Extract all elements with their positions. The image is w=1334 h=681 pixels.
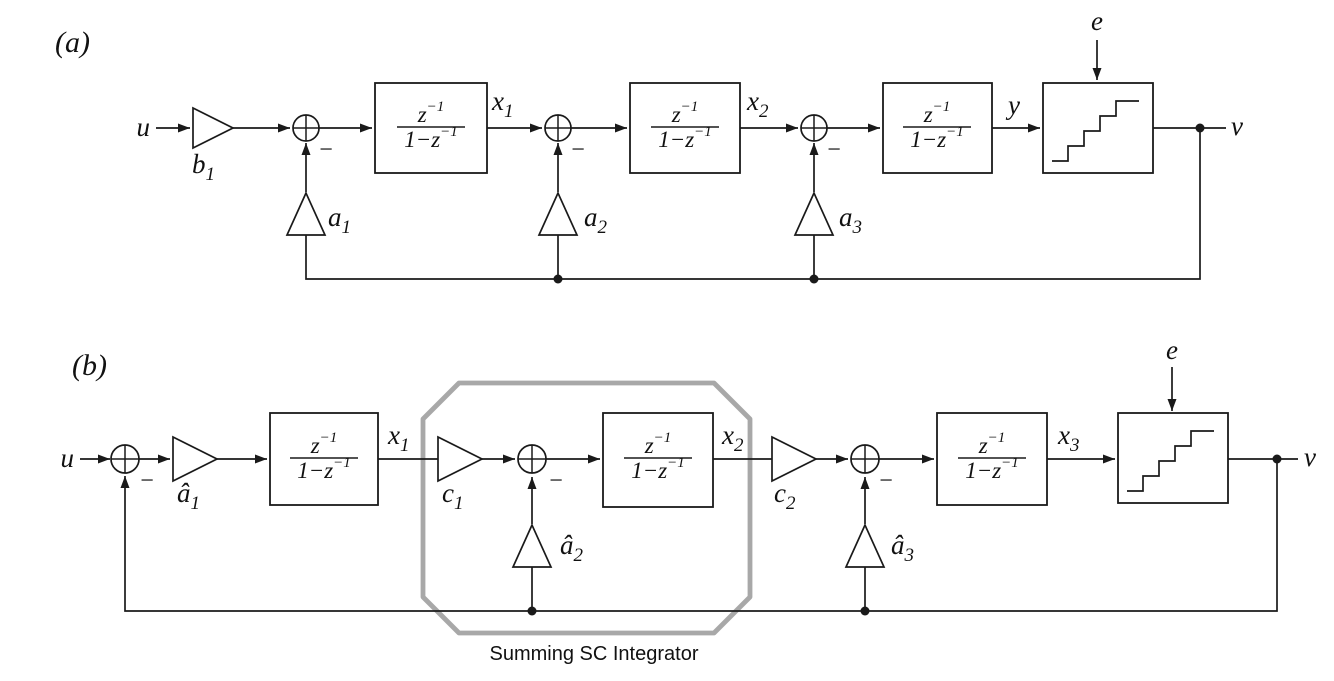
minus-sign: − bbox=[571, 137, 585, 163]
svg-text:1−z−1: 1−z−1 bbox=[631, 455, 685, 483]
gain-a3-label: a3 bbox=[839, 202, 862, 238]
sum-junction-2 bbox=[517, 444, 547, 474]
svg-text:z−1: z−1 bbox=[923, 99, 951, 127]
gain-c2-triangle bbox=[771, 435, 818, 483]
integrator-fraction-1: z−1 1−z−1 bbox=[290, 430, 358, 483]
signal-e-label: e bbox=[1166, 335, 1178, 365]
svg-text:z−1: z−1 bbox=[644, 430, 672, 458]
gain-c1-triangle bbox=[437, 435, 484, 483]
integrator-block-2 bbox=[629, 82, 741, 174]
quantizer-block bbox=[1042, 82, 1154, 174]
gain-c1-label: c1 bbox=[442, 478, 463, 514]
gain-a3hat-triangle bbox=[844, 522, 886, 568]
svg-text:1−z−1: 1−z−1 bbox=[910, 124, 964, 152]
gain-a1hat-label: â1 bbox=[177, 478, 200, 514]
feedback-wire bbox=[305, 128, 1201, 280]
minus-sign: − bbox=[549, 468, 563, 494]
integrator-block-1 bbox=[269, 412, 379, 506]
integrator-fraction-2: z−1 1−z−1 bbox=[651, 99, 719, 152]
gain-b1-triangle bbox=[192, 106, 235, 150]
state-x1-label: x1 bbox=[387, 420, 409, 456]
feedback-wire bbox=[120, 459, 1278, 612]
svg-text:z−1: z−1 bbox=[310, 430, 338, 458]
gain-a1-label: a1 bbox=[328, 202, 351, 238]
gain-a2-triangle bbox=[537, 190, 579, 236]
integrator-fraction-1: z−1 1−z−1 bbox=[397, 99, 465, 152]
junction-dot-v bbox=[1195, 123, 1205, 133]
diagram-a: (a) bbox=[55, 6, 1243, 284]
svg-text:z−1: z−1 bbox=[417, 99, 445, 127]
state-x2-label: x2 bbox=[746, 86, 769, 122]
gain-a3-triangle bbox=[793, 190, 835, 236]
quantizer-block bbox=[1117, 412, 1229, 504]
junction-dot-a2hat bbox=[527, 606, 537, 616]
junction-dot-v bbox=[1272, 454, 1282, 464]
state-x3-label: x3 bbox=[1057, 420, 1079, 456]
state-x2-label: x2 bbox=[721, 420, 744, 456]
gain-a1-triangle bbox=[285, 190, 327, 236]
svg-text:z−1: z−1 bbox=[978, 430, 1006, 458]
integrator-block-2 bbox=[602, 412, 714, 508]
sum-junction-3 bbox=[800, 114, 828, 142]
signal-u-label: u bbox=[61, 443, 75, 473]
gain-a3hat-label: â3 bbox=[891, 530, 914, 566]
panel-a-label: (a) bbox=[55, 26, 90, 59]
svg-text:1−z−1: 1−z−1 bbox=[297, 455, 351, 483]
integrator-fraction-3: z−1 1−z−1 bbox=[958, 430, 1026, 483]
summing-sc-integrator-outline bbox=[420, 380, 753, 636]
svg-text:1−z−1: 1−z−1 bbox=[965, 455, 1019, 483]
signal-y-label: y bbox=[1005, 90, 1020, 120]
gain-a2hat-triangle bbox=[511, 522, 553, 568]
junction-dot-a3 bbox=[809, 274, 819, 284]
integrator-block-1 bbox=[374, 82, 488, 174]
gain-a2hat-label: â2 bbox=[560, 530, 584, 566]
signal-v-label: v bbox=[1304, 442, 1316, 472]
integrator-fraction-2: z−1 1−z−1 bbox=[624, 430, 692, 483]
gain-c2-label: c2 bbox=[774, 478, 796, 514]
signal-v-label: v bbox=[1231, 111, 1243, 141]
svg-text:z−1: z−1 bbox=[671, 99, 699, 127]
gain-b1-label: b1 bbox=[192, 149, 215, 185]
integrator-block-3 bbox=[882, 82, 993, 174]
sum-junction-3 bbox=[850, 444, 880, 474]
diagram-b: (b) bbox=[61, 335, 1317, 665]
gain-a1hat-triangle bbox=[172, 435, 219, 483]
svg-text:1−z−1: 1−z−1 bbox=[658, 124, 712, 152]
staircase-icon bbox=[1052, 100, 1139, 162]
sum-junction-1 bbox=[292, 114, 320, 142]
integrator-block-3 bbox=[936, 412, 1048, 506]
svg-text:1−z−1: 1−z−1 bbox=[404, 124, 458, 152]
junction-dot-a3hat bbox=[860, 606, 870, 616]
signal-e-label: e bbox=[1091, 6, 1103, 36]
minus-sign: − bbox=[879, 468, 893, 494]
minus-sign: − bbox=[827, 137, 841, 163]
minus-sign: − bbox=[319, 137, 333, 163]
junction-dot-a2 bbox=[553, 274, 563, 284]
minus-sign: − bbox=[140, 468, 154, 494]
sum-junction-2 bbox=[544, 114, 572, 142]
summing-sc-integrator-caption: Summing SC Integrator bbox=[490, 643, 699, 665]
state-x1-label: x1 bbox=[491, 86, 513, 122]
staircase-icon bbox=[1127, 430, 1214, 492]
integrator-fraction-3: z−1 1−z−1 bbox=[903, 99, 971, 152]
gain-a2-label: a2 bbox=[584, 202, 608, 238]
sum-junction-1 bbox=[110, 444, 140, 474]
panel-b-label: (b) bbox=[72, 349, 107, 382]
signal-u-label: u bbox=[137, 112, 151, 142]
